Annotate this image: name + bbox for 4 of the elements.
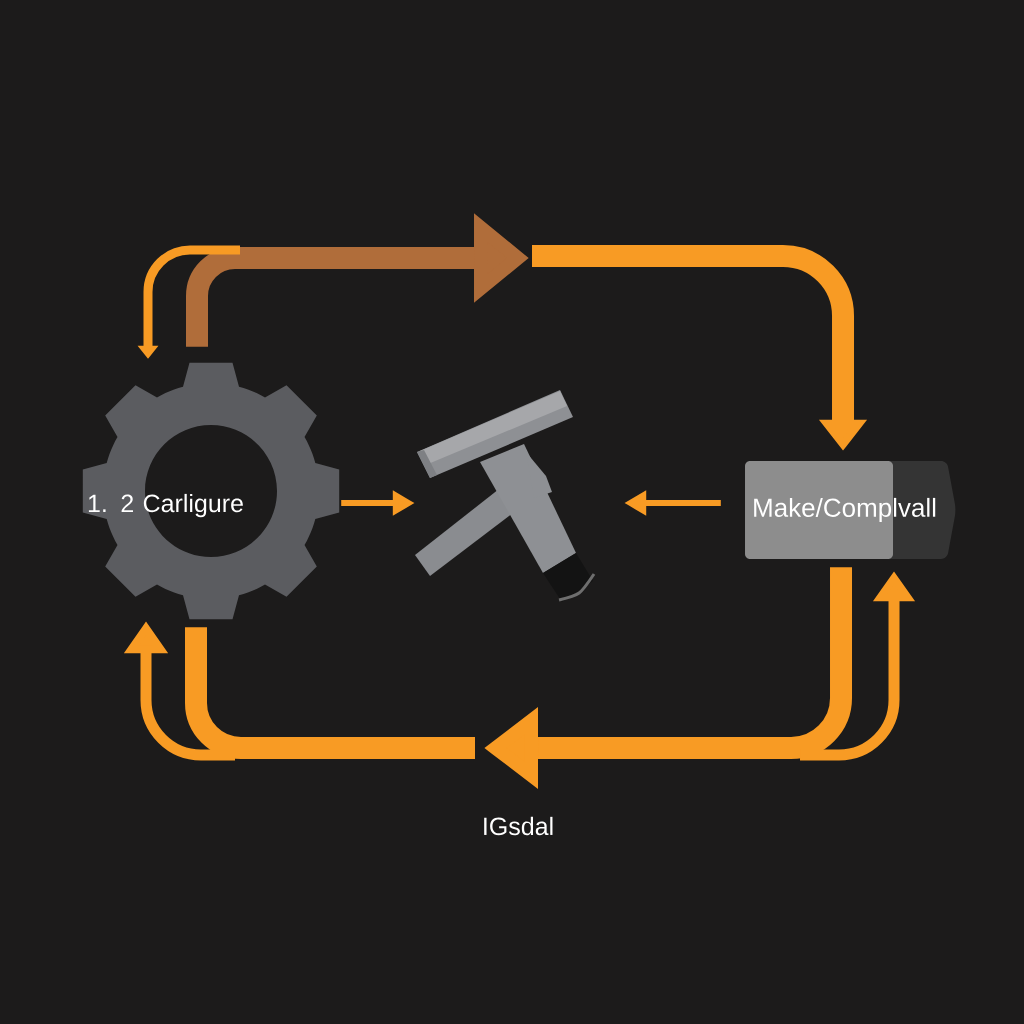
- connector-line: [185, 627, 475, 759]
- hammer-picture: [415, 390, 596, 602]
- gear-node: 1. 2 Carligure: [82, 362, 340, 620]
- text-label: IGsdal: [484, 816, 553, 836]
